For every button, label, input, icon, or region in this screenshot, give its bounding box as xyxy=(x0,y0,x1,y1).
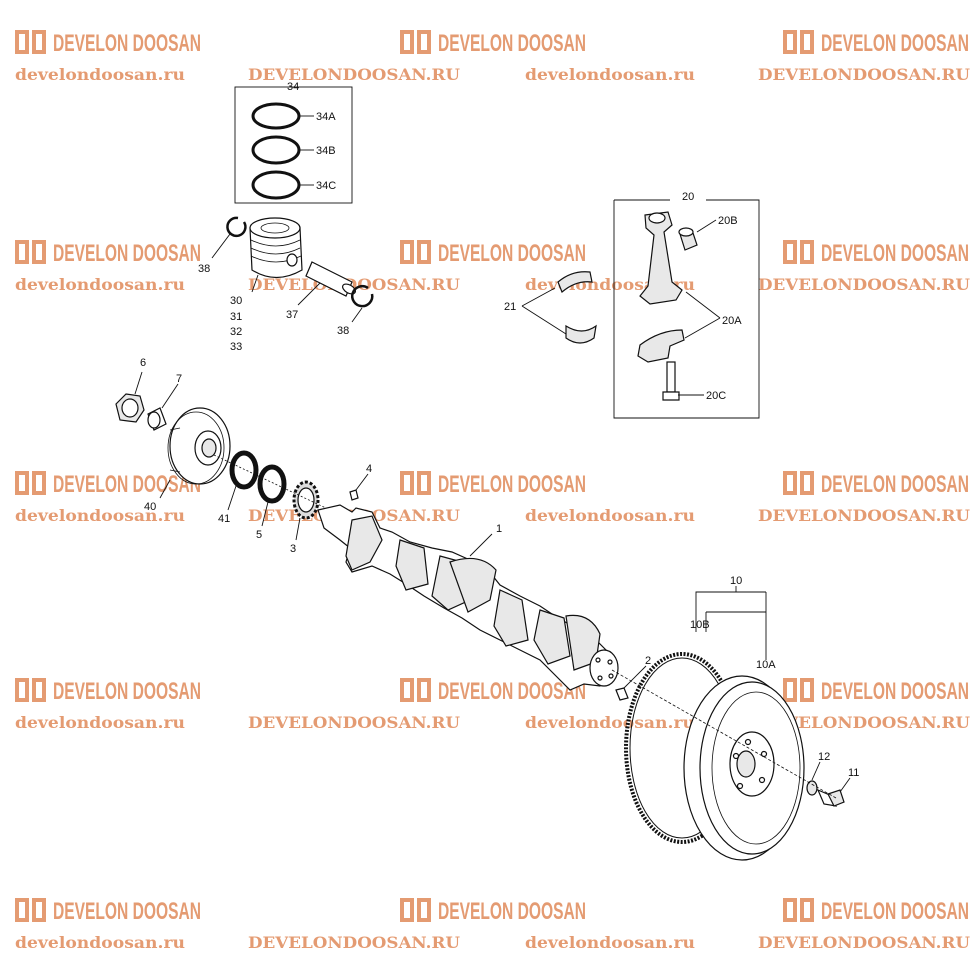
watermark-logo: DEVELON DOOSAN xyxy=(400,471,586,498)
watermark-logo: DEVELON DOOSAN xyxy=(783,678,969,705)
watermark-brand-text: DEVELON DOOSAN xyxy=(438,240,586,267)
crankshaft: 1 2 xyxy=(317,504,651,701)
watermark-logo: DEVELON DOOSAN xyxy=(15,30,201,57)
watermark-url-text: DEVELONDOOSAN.RU xyxy=(248,933,460,952)
connecting-rod-assembly: 20 20B 20A 20C xyxy=(613,191,760,419)
front-pulley-group: 6 7 40 41 5 3 4 xyxy=(115,357,372,555)
watermark-logo: DEVELON DOOSAN xyxy=(783,30,969,57)
label-11: 11 xyxy=(848,767,859,779)
watermark-brand-text: DEVELON DOOSAN xyxy=(53,898,201,925)
label-21: 21 xyxy=(504,301,516,313)
watermark-url-text: DEVELONDOOSAN.RU xyxy=(758,275,970,294)
watermark-brand-text: DEVELON DOOSAN xyxy=(821,240,969,267)
watermark-url-text: develondoosan.ru xyxy=(525,506,695,525)
label-7: 7 xyxy=(176,373,182,385)
watermark-url-text: DEVELONDOOSAN.RU xyxy=(248,65,460,84)
watermark-layer: DEVELON DOOSAN DEVELON DOOSAN DEVELON DOOS… xyxy=(15,30,970,952)
watermark-logo: DEVELON DOOSAN xyxy=(15,471,201,498)
watermark-brand-text: DEVELON DOOSAN xyxy=(53,240,201,267)
watermark-logo: DEVELON DOOSAN xyxy=(783,898,969,925)
label-40: 40 xyxy=(144,501,156,513)
watermark-logo: DEVELON DOOSAN xyxy=(783,240,969,267)
watermark-url-text: develondoosan.ru xyxy=(525,65,695,84)
watermark-logo: DEVELON DOOSAN xyxy=(400,898,586,925)
watermark-url-text: DEVELONDOOSAN.RU xyxy=(248,275,460,294)
watermark-brand-text: DEVELON DOOSAN xyxy=(821,678,969,705)
label-3: 3 xyxy=(290,543,296,555)
watermark-url-text: develondoosan.ru xyxy=(525,713,695,732)
label-20b: 20B xyxy=(718,215,738,227)
watermark-url-text: DEVELONDOOSAN.RU xyxy=(758,65,970,84)
label-1: 1 xyxy=(496,523,502,535)
watermark-brand-text: DEVELON DOOSAN xyxy=(53,678,201,705)
watermark-url-text: DEVELONDOOSAN.RU xyxy=(758,933,970,952)
bearing-shells: 21 xyxy=(504,271,597,344)
watermark-logo: DEVELON DOOSAN xyxy=(400,30,586,57)
watermark-url-text: develondoosan.ru xyxy=(15,933,185,952)
piston-assembly: 38 30 31 32 33 37 38 xyxy=(198,216,374,353)
watermark-url-text: develondoosan.ru xyxy=(15,506,185,525)
watermark-brand-text: DEVELON DOOSAN xyxy=(438,30,586,57)
watermark-brand-text: DEVELON DOOSAN xyxy=(821,30,969,57)
label-41: 41 xyxy=(218,513,230,525)
label-30: 30 xyxy=(230,295,242,307)
label-2: 2 xyxy=(645,655,651,667)
watermark-url-text: develondoosan.ru xyxy=(525,933,695,952)
watermark-url-text: develondoosan.ru xyxy=(15,713,185,732)
label-34a: 34A xyxy=(316,111,336,123)
watermark-url-text: develondoosan.ru xyxy=(15,65,185,84)
label-31: 31 xyxy=(230,311,242,323)
watermark-brand-text: DEVELON DOOSAN xyxy=(438,678,586,705)
label-12: 12 xyxy=(818,751,830,763)
label-33: 33 xyxy=(230,341,242,353)
label-20a: 20A xyxy=(722,315,742,327)
watermark-logo: DEVELON DOOSAN xyxy=(15,678,201,705)
watermark-logo: DEVELON DOOSAN xyxy=(400,678,586,705)
watermark-logo: DEVELON DOOSAN xyxy=(15,898,201,925)
watermark-brand-text: DEVELON DOOSAN xyxy=(53,30,201,57)
label-38-right: 38 xyxy=(337,325,349,337)
watermark-logo: DEVELON DOOSAN xyxy=(400,240,586,267)
label-37: 37 xyxy=(286,309,298,321)
label-34: 34 xyxy=(287,81,299,93)
label-5: 5 xyxy=(256,529,262,541)
watermark-url-text: DEVELONDOOSAN.RU xyxy=(758,506,970,525)
label-4: 4 xyxy=(366,463,372,475)
label-10b: 10B xyxy=(690,619,710,631)
watermark-logo: DEVELON DOOSAN xyxy=(15,240,201,267)
piston-ring-set: 34 34A 34B 34C xyxy=(234,81,353,204)
watermark-url-text: DEVELONDOOSAN.RU xyxy=(758,713,970,732)
watermark-url-text: DEVELONDOOSAN.RU xyxy=(248,713,460,732)
label-10: 10 xyxy=(730,575,742,587)
label-20: 20 xyxy=(682,191,694,203)
flywheel-assembly: 10 10B 10A 12 11 xyxy=(611,575,859,861)
label-34b: 34B xyxy=(316,145,336,157)
watermark-brand-text: DEVELON DOOSAN xyxy=(821,471,969,498)
watermark-brand-text: DEVELON DOOSAN xyxy=(53,471,201,498)
watermark-brand-text: DEVELON DOOSAN xyxy=(821,898,969,925)
watermark-logo: DEVELON DOOSAN xyxy=(783,471,969,498)
label-20c: 20C xyxy=(706,390,726,402)
watermark-url-text: develondoosan.ru xyxy=(15,275,185,294)
label-10a: 10A xyxy=(756,659,776,671)
watermark-brand-text: DEVELON DOOSAN xyxy=(438,898,586,925)
label-38-left: 38 xyxy=(198,263,210,275)
label-32: 32 xyxy=(230,326,242,338)
label-34c: 34C xyxy=(316,180,336,192)
label-6: 6 xyxy=(140,357,146,369)
watermark-brand-text: DEVELON DOOSAN xyxy=(438,471,586,498)
